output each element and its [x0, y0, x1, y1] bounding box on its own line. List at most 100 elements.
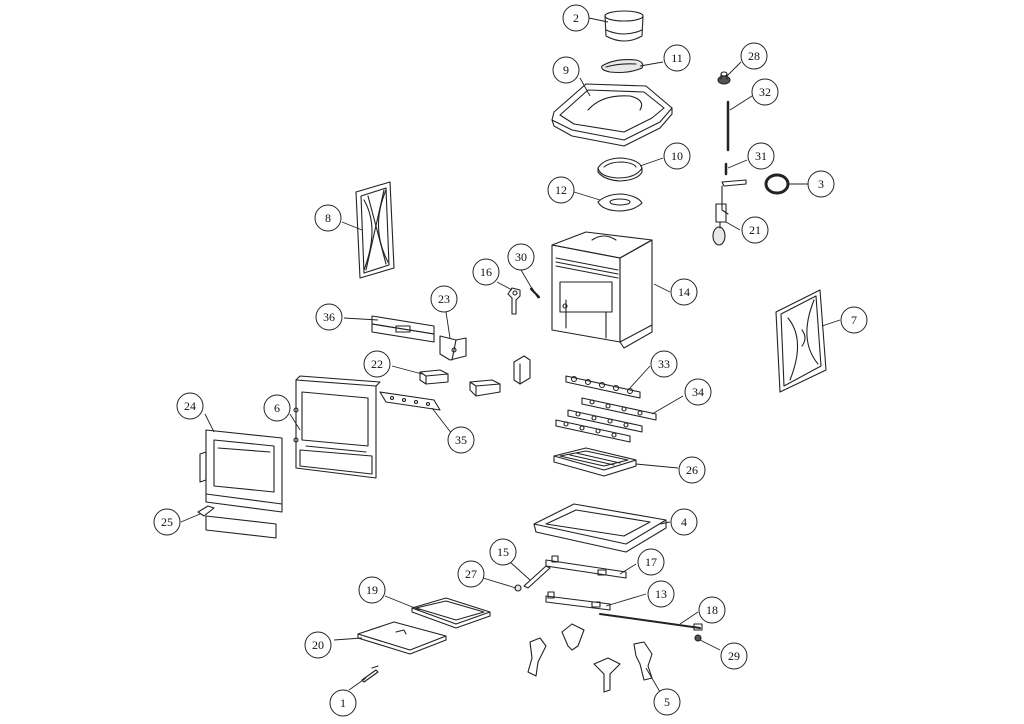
callout-33: 33	[650, 350, 678, 378]
callout-36: 36	[315, 303, 343, 331]
callout-10: 10	[663, 142, 691, 170]
part-4-base-plate	[533, 503, 667, 553]
svg-text:1: 1	[340, 696, 346, 710]
svg-text:21: 21	[749, 223, 761, 237]
part-7-side-panel	[775, 289, 827, 393]
svg-text:23: 23	[438, 292, 450, 306]
callout-8: 8	[314, 204, 342, 232]
part-18-rod	[599, 613, 703, 631]
svg-text:14: 14	[678, 285, 690, 299]
part-34-grate-bars	[555, 397, 657, 443]
callout-6: 6	[263, 394, 291, 422]
part-side-bracket	[513, 355, 531, 385]
part-35-rail	[379, 391, 441, 411]
callout-17: 17	[637, 548, 665, 576]
part-16-lever	[507, 287, 521, 315]
part-5-leg-c	[593, 657, 621, 693]
callout-24: 24	[176, 392, 204, 420]
svg-text:17: 17	[645, 555, 657, 569]
svg-text:31: 31	[755, 149, 767, 163]
svg-text:27: 27	[465, 567, 477, 581]
callout-19: 19	[358, 576, 386, 604]
svg-text:36: 36	[323, 310, 335, 324]
callout-1: 1	[329, 689, 357, 717]
svg-text:9: 9	[563, 63, 569, 77]
svg-text:24: 24	[184, 399, 196, 413]
part-1-tool	[361, 665, 379, 683]
callout-25: 25	[153, 508, 181, 536]
part-36-plate	[371, 315, 435, 343]
svg-text:2: 2	[573, 11, 579, 25]
part-5-leg-a	[527, 637, 547, 677]
part-21-air-control	[712, 179, 747, 246]
callout-28: 28	[740, 42, 768, 70]
part-20-ash-lid	[357, 621, 447, 655]
callout-13: 13	[647, 580, 675, 608]
svg-text:25: 25	[161, 515, 173, 529]
svg-text:6: 6	[274, 401, 280, 415]
callout-22: 22	[363, 350, 391, 378]
callout-26: 26	[678, 456, 706, 484]
callout-14: 14	[670, 278, 698, 306]
svg-text:10: 10	[671, 149, 683, 163]
part-8-side-panel	[355, 181, 395, 279]
part-22-block	[419, 369, 449, 385]
svg-text:8: 8	[325, 211, 331, 225]
part-10-collar-ring	[597, 157, 643, 182]
part-22-block-b	[469, 379, 501, 397]
part-19-ash-tray	[411, 597, 491, 629]
svg-text:19: 19	[366, 583, 378, 597]
part-2-flue-collar	[604, 10, 644, 42]
part-29-nut	[694, 634, 702, 642]
svg-text:7: 7	[851, 313, 857, 327]
part-23-bracket	[439, 335, 467, 361]
callout-20: 20	[304, 631, 332, 659]
svg-text:12: 12	[555, 183, 567, 197]
callout-27: 27	[457, 560, 485, 588]
svg-text:28: 28	[748, 49, 760, 63]
svg-text:15: 15	[497, 545, 509, 559]
callout-2: 2	[562, 4, 590, 32]
svg-text:20: 20	[312, 638, 324, 652]
svg-text:3: 3	[818, 177, 824, 191]
callout-12: 12	[547, 176, 575, 204]
callout-9: 9	[552, 56, 580, 84]
part-14-firebox-body	[551, 231, 653, 349]
part-13-slider-bar	[545, 591, 611, 611]
part-12-baffle-ring	[597, 193, 643, 212]
callout-5: 5	[653, 688, 681, 716]
svg-text:26: 26	[686, 463, 698, 477]
leader-lines	[180, 17, 841, 693]
callout-18: 18	[698, 596, 726, 624]
part-3-rope-seal	[764, 173, 790, 195]
svg-text:32: 32	[759, 85, 771, 99]
svg-text:34: 34	[692, 385, 704, 399]
callout-31: 31	[747, 142, 775, 170]
callout-11: 11	[663, 44, 691, 72]
callout-7: 7	[840, 306, 868, 334]
part-17-slider-bar	[545, 555, 627, 579]
part-33-grate-bar	[565, 375, 641, 399]
svg-text:5: 5	[664, 695, 670, 709]
svg-text:4: 4	[681, 515, 687, 529]
svg-text:33: 33	[658, 357, 670, 371]
callout-32: 32	[751, 78, 779, 106]
callout-30: 30	[507, 243, 535, 271]
part-9-top-plate	[551, 83, 673, 147]
svg-text:29: 29	[728, 649, 740, 663]
part-28-knob	[717, 71, 731, 85]
callout-34: 34	[684, 378, 712, 406]
svg-text:18: 18	[706, 603, 718, 617]
callout-21: 21	[741, 216, 769, 244]
part-24-door	[199, 429, 283, 513]
callout-4: 4	[670, 508, 698, 536]
part-26-grate-frame	[553, 447, 637, 477]
callout-23: 23	[430, 285, 458, 313]
svg-text:11: 11	[671, 51, 683, 65]
svg-text:13: 13	[655, 587, 667, 601]
callout-35: 35	[447, 426, 475, 454]
callout-16: 16	[472, 258, 500, 286]
part-11-top-cover	[601, 59, 644, 74]
svg-text:30: 30	[515, 250, 527, 264]
